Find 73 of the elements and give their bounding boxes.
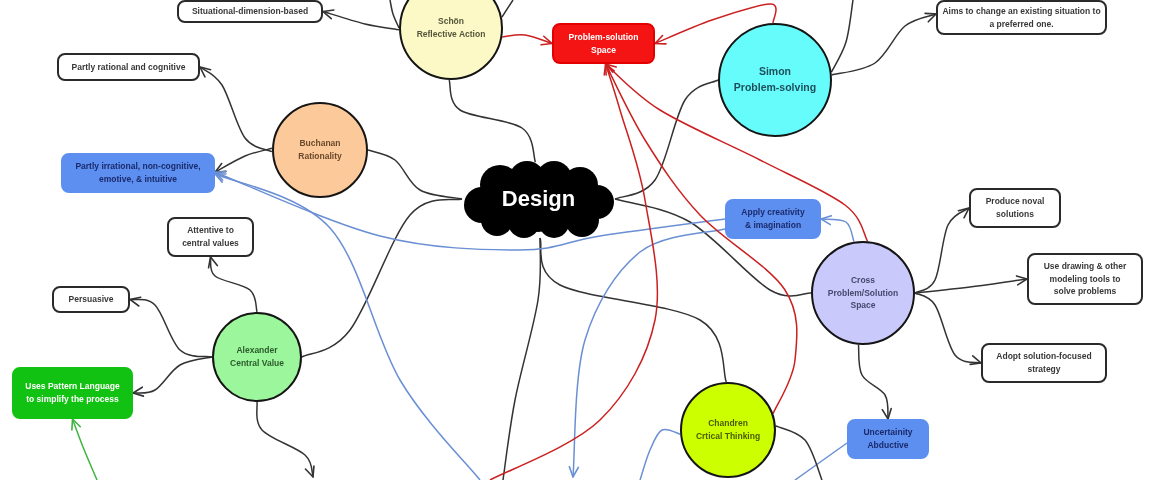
connector-line	[501, 0, 514, 18]
node-label: Problem/Solution Space	[826, 286, 900, 312]
node-label: Persuasive	[68, 293, 114, 306]
node-label: Situational-dimension-based	[191, 5, 309, 18]
concept-box	[981, 343, 1107, 383]
arrow	[214, 147, 273, 173]
connector-line	[448, 79, 537, 164]
concept-box	[61, 153, 215, 193]
node-label: Attentive to central values	[181, 224, 240, 250]
arrow	[199, 66, 273, 153]
arrow	[256, 401, 316, 478]
arrow	[831, 12, 937, 76]
arrow	[71, 418, 98, 480]
concept-box	[847, 419, 929, 459]
arrow	[914, 292, 982, 367]
concept-box	[552, 23, 655, 64]
node-label: Aims to change an existing situation to a preferred one.	[941, 4, 1102, 31]
arrow	[132, 356, 213, 398]
arrow	[604, 63, 798, 415]
concept-box	[1027, 253, 1143, 305]
connector-line	[794, 442, 848, 480]
node-heading: Chandren	[708, 417, 748, 430]
concept-box	[12, 367, 133, 419]
concept-box	[57, 53, 200, 81]
node-label: Design	[501, 184, 576, 213]
node-label: Crtical Thinking	[695, 430, 761, 443]
node-label: Rationality	[298, 150, 342, 163]
arrow	[568, 228, 726, 478]
connector-line	[301, 198, 463, 358]
node-label: Problem-solution Space	[567, 30, 640, 57]
concept-box	[177, 0, 323, 23]
node-heading: Simon	[758, 64, 792, 80]
connector-line	[614, 79, 719, 200]
connector-line	[614, 198, 812, 297]
arrow	[654, 3, 777, 45]
node-heading: Alexander	[236, 344, 278, 357]
node-label: Use drawing & other modeling tools to solve problems	[1042, 260, 1128, 298]
connector-line	[389, 0, 400, 29]
connector-line	[502, 237, 542, 480]
arrow	[206, 256, 258, 313]
node-label: Adopt solution-focused strategy	[995, 350, 1093, 376]
concept-box	[52, 286, 130, 313]
connector-line	[830, 0, 854, 73]
arrow	[857, 344, 893, 420]
concept-circle	[399, 0, 503, 80]
connector-line	[639, 428, 681, 480]
node-label: Uncertainity Abductive	[862, 426, 914, 452]
arrow	[914, 207, 970, 294]
node-heading: Buchanan	[299, 137, 341, 150]
node-heading: Schön	[438, 15, 464, 28]
arrow	[820, 214, 855, 243]
arrow	[489, 63, 659, 480]
connector-line	[367, 149, 463, 200]
concept-box	[725, 199, 821, 239]
concept-box	[969, 188, 1061, 228]
arrow	[914, 275, 1028, 294]
arrow	[214, 170, 726, 251]
node-label: Central Value	[230, 357, 284, 370]
connector-line	[775, 425, 823, 480]
concept-box	[167, 217, 254, 257]
node-label: Uses Pattern Language to simplify the process	[24, 380, 121, 406]
arrow	[129, 295, 213, 358]
node-label: Problem-solving	[733, 80, 817, 95]
node-label: Produce noval solutions	[984, 195, 1046, 221]
node-heading: Cross	[850, 274, 876, 287]
node-label: Partly rational and cognitive	[71, 60, 186, 74]
node-label: Apply creativity & imagination	[740, 206, 806, 232]
node-label: Partly irrational, non-cognitive, emotive, & intuitive	[74, 160, 202, 186]
node-label: Reflective Action	[416, 28, 486, 41]
arrow	[501, 34, 553, 46]
arrow	[322, 9, 400, 31]
arrow	[214, 172, 481, 480]
arrow	[604, 63, 869, 242]
